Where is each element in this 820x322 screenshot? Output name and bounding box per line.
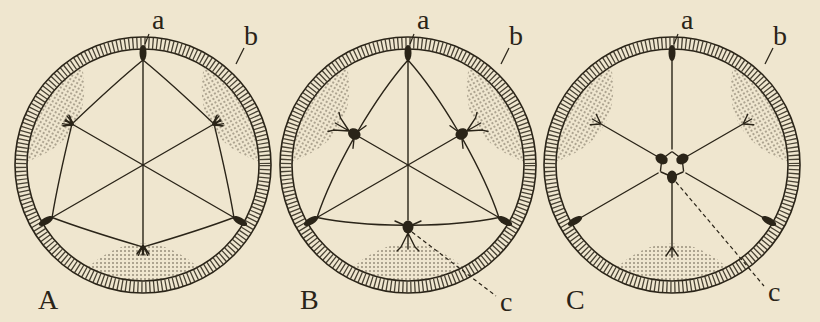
- nerve-ring-a: [0, 37, 286, 293]
- nerve-ring-c: [541, 37, 804, 293]
- leader-line: [412, 232, 496, 296]
- part-letter: b: [244, 22, 258, 50]
- leader-line: [676, 182, 764, 286]
- leader-line: [410, 34, 414, 44]
- leader-line: [674, 34, 678, 44]
- leader-line: [145, 34, 149, 44]
- leader-line: [236, 48, 244, 64]
- leader-line: [501, 48, 509, 64]
- leader-line: [765, 48, 773, 64]
- figure-letter: A: [38, 286, 58, 314]
- part-letter: c: [500, 288, 512, 316]
- part-letter: a: [417, 6, 429, 34]
- part-letter: a: [152, 6, 164, 34]
- leader-lines: [145, 34, 773, 296]
- figure-letter: B: [300, 286, 319, 314]
- part-letter: c: [768, 278, 780, 306]
- nerve-ring-b: [277, 37, 540, 293]
- figure-letter: C: [566, 286, 585, 314]
- part-letter: a: [681, 6, 693, 34]
- part-letter: b: [773, 22, 787, 50]
- part-letter: b: [509, 22, 523, 50]
